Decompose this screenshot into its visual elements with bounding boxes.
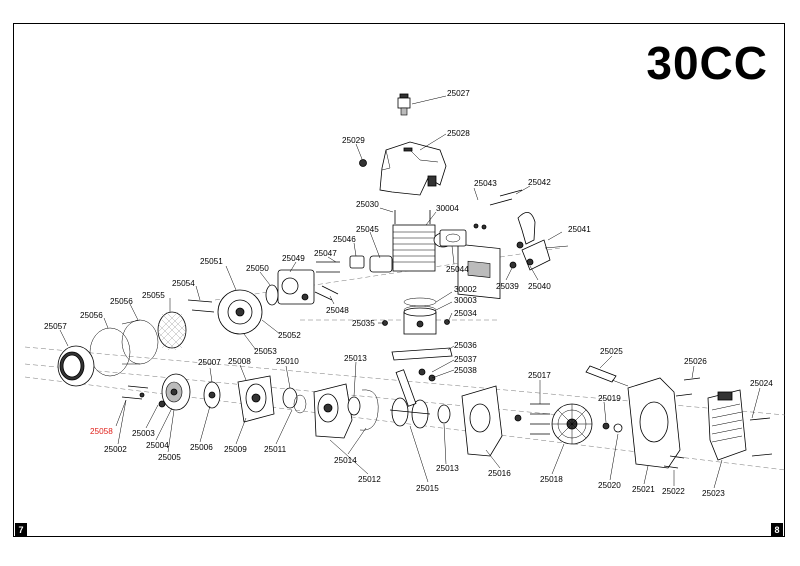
label-25028: 25028	[447, 129, 470, 138]
label-25004: 25004	[146, 441, 169, 450]
label-25044: 25044	[446, 265, 469, 274]
intake-manifold-part	[369, 255, 393, 273]
crankcase-rear-part	[461, 385, 503, 457]
label-25041: 25041	[568, 225, 591, 234]
part-number-labels: 25027 25028 25029 25043 25042 25030 3000…	[44, 89, 773, 498]
label-25050: 25050	[246, 264, 269, 273]
label-25029: 25029	[342, 136, 365, 145]
label-30004: 30004	[436, 204, 459, 213]
label-25056-b: 25056	[80, 311, 103, 320]
label-25003: 25003	[132, 429, 155, 438]
air-filter-base-part	[217, 289, 263, 335]
label-25019: 25019	[598, 394, 621, 403]
diagram-title: 30CC	[646, 37, 768, 89]
starter-pulley-part	[158, 373, 191, 411]
label-25017: 25017	[528, 371, 551, 380]
page-number-left: 7	[15, 523, 27, 537]
label-25025: 25025	[600, 347, 623, 356]
label-25055: 25055	[142, 291, 165, 300]
crankshaft-part	[389, 369, 431, 429]
muffler-part	[457, 223, 501, 299]
label-25011: 25011	[264, 445, 287, 454]
label-25052: 25052	[278, 331, 301, 340]
label-25007: 25007	[198, 358, 221, 367]
flywheel-part	[551, 403, 593, 445]
recoil-starter-part	[707, 389, 747, 461]
label-25036: 25036	[454, 341, 477, 350]
label-25043: 25043	[474, 179, 497, 188]
crankcase-front-part	[313, 383, 353, 439]
label-25056-a: 25056	[110, 297, 133, 306]
label-25012: 25012	[358, 475, 381, 484]
label-25015: 25015	[416, 484, 439, 493]
air-filter-cover-part	[57, 345, 95, 387]
label-25034: 25034	[454, 309, 477, 318]
label-25005: 25005	[158, 453, 181, 462]
label-25045: 25045	[356, 225, 379, 234]
label-25008: 25008	[228, 357, 251, 366]
label-25035: 25035	[352, 319, 375, 328]
filter-mesh-part	[157, 311, 187, 351]
label-25026: 25026	[684, 357, 707, 366]
label-25058: 25058	[90, 427, 113, 436]
label-25024: 25024	[750, 379, 773, 388]
carburetor-part	[277, 269, 315, 305]
label-25057: 25057	[44, 322, 67, 331]
cylinder-cover-part	[379, 141, 447, 196]
label-25049: 25049	[282, 254, 305, 263]
label-25047: 25047	[314, 249, 337, 258]
label-25042: 25042	[528, 178, 551, 187]
label-25022: 25022	[662, 487, 685, 496]
label-25006: 25006	[190, 443, 213, 452]
diagram-frame	[13, 23, 785, 537]
label-25039: 25039	[496, 282, 519, 291]
label-25021: 25021	[632, 485, 655, 494]
label-25014: 25014	[334, 456, 357, 465]
screws-part	[530, 403, 550, 435]
part-drawings	[57, 93, 773, 469]
label-25054: 25054	[172, 279, 195, 288]
label-25037: 25037	[454, 355, 477, 364]
spark-plug-part	[397, 93, 411, 116]
page-number-right: 8	[771, 523, 783, 537]
label-25016: 25016	[488, 469, 511, 478]
piston-part	[382, 297, 450, 335]
label-25046: 25046	[333, 235, 356, 244]
label-25048: 25048	[326, 306, 349, 315]
label-25051: 25051	[200, 257, 223, 266]
label-25018: 25018	[540, 475, 563, 484]
label-25010: 25010	[276, 357, 299, 366]
label-25002: 25002	[104, 445, 127, 454]
label-25020: 25020	[598, 481, 621, 490]
filter-foam-part	[89, 319, 159, 377]
fan-housing-part	[627, 377, 681, 469]
label-25023: 25023	[702, 489, 725, 498]
ignition-wire-part	[585, 365, 629, 387]
label-25038: 25038	[454, 366, 477, 375]
label-30002: 30002	[454, 285, 477, 294]
nut-part	[359, 159, 367, 167]
label-25009: 25009	[224, 445, 247, 454]
label-30003: 30003	[454, 296, 477, 305]
clutch-housing-part	[237, 375, 275, 423]
label-25053: 25053	[254, 347, 277, 356]
label-25027: 25027	[447, 89, 470, 98]
leader-lines	[59, 95, 761, 489]
cylinder-part	[392, 224, 453, 272]
label-25040: 25040	[528, 282, 551, 291]
label-25013-top: 25013	[344, 354, 367, 363]
ignition-coil-part	[516, 212, 569, 271]
label-25013-bottom: 25013	[436, 464, 459, 473]
label-25030: 25030	[356, 200, 379, 209]
